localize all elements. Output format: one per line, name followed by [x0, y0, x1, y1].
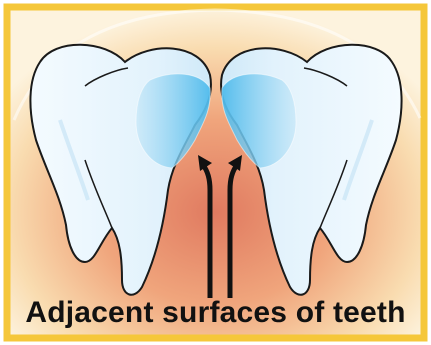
caption: Adjacent surfaces of teeth [0, 296, 431, 330]
